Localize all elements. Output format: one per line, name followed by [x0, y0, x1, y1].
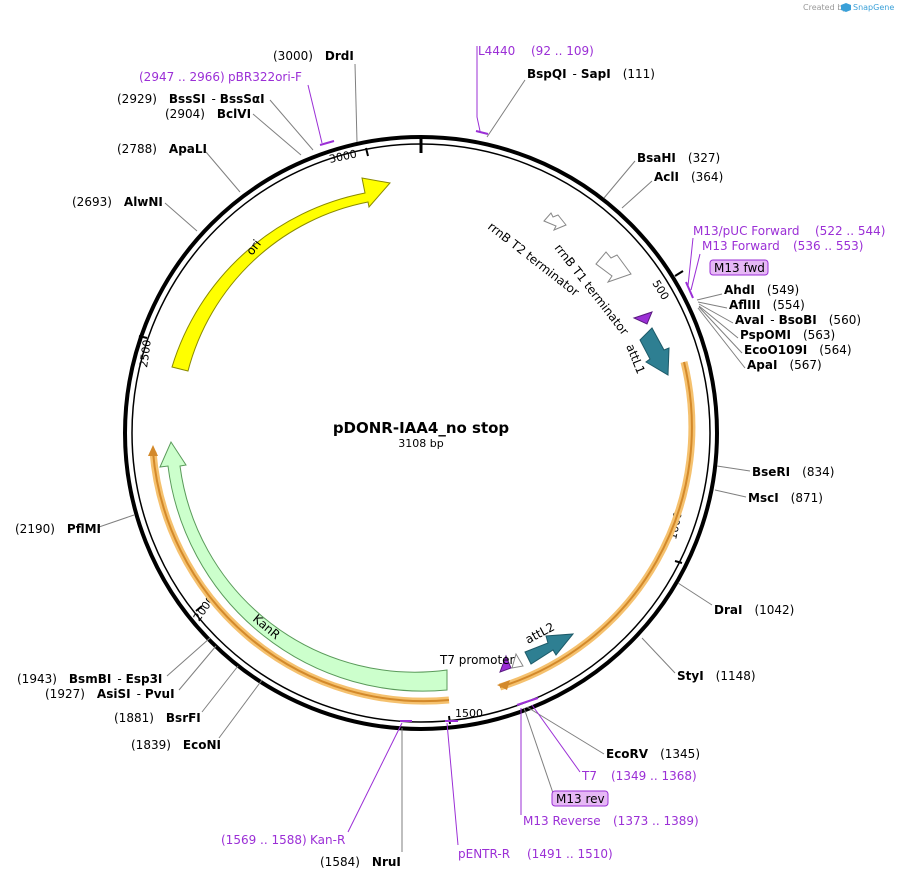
rrnb-t1-feature[interactable] — [595, 251, 632, 283]
site-bsahi[interactable]: BsaHI(327) — [637, 151, 720, 165]
plasmid-name: pDONR-IAA4_no stop — [333, 419, 510, 437]
primer-l4440-name[interactable]: L4440 — [478, 44, 515, 58]
credit-brand: SnapGene — [853, 3, 894, 12]
primer-m13puc-range: (522 .. 544) — [815, 224, 885, 238]
primer-t7-range: (1349 .. 1368) — [611, 769, 697, 783]
t7-promoter-feature[interactable] — [499, 652, 524, 673]
primer-m13rev-name[interactable]: M13 Reverse — [523, 814, 601, 828]
primer-pbr322-range: (2947 .. 2966) — [139, 70, 225, 84]
site-apali[interactable]: (2788)ApaLI — [117, 142, 207, 156]
primer-pentr-name[interactable]: pENTR-R — [458, 847, 510, 861]
primer-kanr-name[interactable]: Kan-R — [310, 833, 345, 847]
site-econi[interactable]: (1839)EcoNI — [131, 738, 221, 752]
site-bseri[interactable]: BseRI(834) — [752, 465, 834, 479]
tick-1500: 1500 — [455, 707, 483, 720]
site-afliii[interactable]: AflIII(554) — [729, 298, 805, 312]
site-drdi[interactable]: (3000)DrdI — [273, 49, 354, 63]
insert-arrowhead-icon — [497, 680, 510, 690]
site-asisi[interactable]: (1927)AsiSI-PvuI — [45, 687, 175, 701]
site-styi[interactable]: StyI(1148) — [677, 669, 756, 683]
primer-m13fwd-name[interactable]: M13 Forward — [702, 239, 780, 253]
t7-promoter-label: T7 promoter — [439, 653, 515, 667]
primer-l4440-range: (92 .. 109) — [531, 44, 594, 58]
tick-500: 500 — [649, 278, 671, 303]
m13-rev-badge[interactable] — [551, 790, 609, 807]
primer-t7-name[interactable]: T7 — [581, 769, 597, 783]
site-ecoo109i[interactable]: EcoO109I(564) — [744, 343, 852, 357]
primer-m13fwd-range: (536 .. 553) — [793, 239, 863, 253]
site-avai[interactable]: AvaI-BsoBI(560) — [735, 313, 861, 327]
tick-3000: 3000 — [328, 147, 358, 166]
m13-rev-badge-label: M13 rev — [556, 792, 605, 806]
site-ecorv[interactable]: EcoRV(1345) — [606, 747, 700, 761]
kan-highlight-arrowhead-icon — [148, 445, 158, 456]
site-msci[interactable]: MscI(871) — [748, 491, 823, 505]
site-bsssi[interactable]: (2929)BssSI-BssSαI — [117, 92, 265, 106]
kan-highlight — [149, 451, 450, 705]
site-alwni[interactable]: (2693)AlwNI — [72, 195, 163, 209]
credit-prefix: Created by — [803, 3, 847, 12]
primer-pentr-range: (1491 .. 1510) — [527, 847, 613, 861]
backbone-outer — [123, 135, 719, 731]
site-apai[interactable]: ApaI(567) — [747, 358, 822, 372]
primer-kanr-range: (1569 .. 1588) — [221, 833, 307, 847]
scale-ticks — [138, 147, 684, 725]
m13-fwd-badge-label: M13 fwd — [714, 261, 765, 275]
primer-pbr322-name[interactable]: pBR322ori-F — [228, 70, 302, 84]
plasmid-length: 3108 bp — [398, 437, 443, 450]
site-bsmbi[interactable]: (1943)BsmBI-Esp3I — [17, 672, 162, 686]
tick-2500: 2500 — [137, 339, 154, 369]
rrnb-t2-feature[interactable] — [543, 212, 567, 231]
primer-m13rev-range: (1373 .. 1389) — [613, 814, 699, 828]
ori-feature[interactable] — [171, 177, 391, 372]
m13-fwd-badge[interactable] — [709, 259, 769, 276]
kanr-feature[interactable] — [159, 440, 448, 692]
attl1-feature[interactable] — [639, 327, 670, 376]
site-ahdi[interactable]: AhdI(549) — [724, 283, 799, 297]
site-bclvi[interactable]: (2904)BclVI — [165, 107, 251, 121]
site-bsrfi[interactable]: (1881)BsrFI — [114, 711, 201, 725]
primer-m13puc-name[interactable]: M13/pUC Forward — [693, 224, 800, 238]
primer-feature-small[interactable] — [632, 311, 653, 325]
attl2-feature[interactable] — [524, 633, 575, 665]
site-bspqi[interactable]: BspQI-SapI(111) — [527, 67, 655, 81]
site-acli[interactable]: AclI(364) — [654, 170, 723, 184]
site-pflmi[interactable]: (2190)PflMI — [15, 522, 101, 536]
site-nrui[interactable]: (1584)NruI — [320, 855, 401, 869]
snapgene-logo-icon — [841, 3, 851, 12]
site-pspomi[interactable]: PspOMI(563) — [740, 328, 835, 342]
site-drai[interactable]: DraI(1042) — [714, 603, 794, 617]
